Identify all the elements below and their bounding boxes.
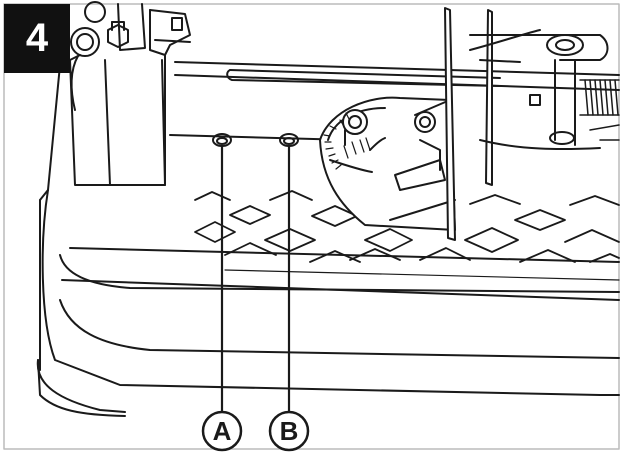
motor-housing	[69, 1, 191, 186]
callout-label-a: A	[213, 416, 232, 446]
callout-circle-b	[268, 410, 310, 452]
diamond-grid	[194, 190, 620, 281]
protractor-scale	[323, 112, 371, 170]
callout-circle-a	[201, 410, 243, 452]
mounting-hole-b	[279, 133, 299, 147]
lead-screw	[579, 79, 620, 141]
hex-nut-icon	[107, 21, 129, 48]
callout-label-b: B	[280, 416, 299, 446]
base-foot	[36, 359, 126, 417]
angle-protractor	[319, 96, 456, 231]
blade-fence	[444, 7, 609, 241]
image-frame	[3, 3, 620, 450]
step-number-badge: 4	[4, 4, 70, 73]
base-platform	[39, 54, 620, 396]
